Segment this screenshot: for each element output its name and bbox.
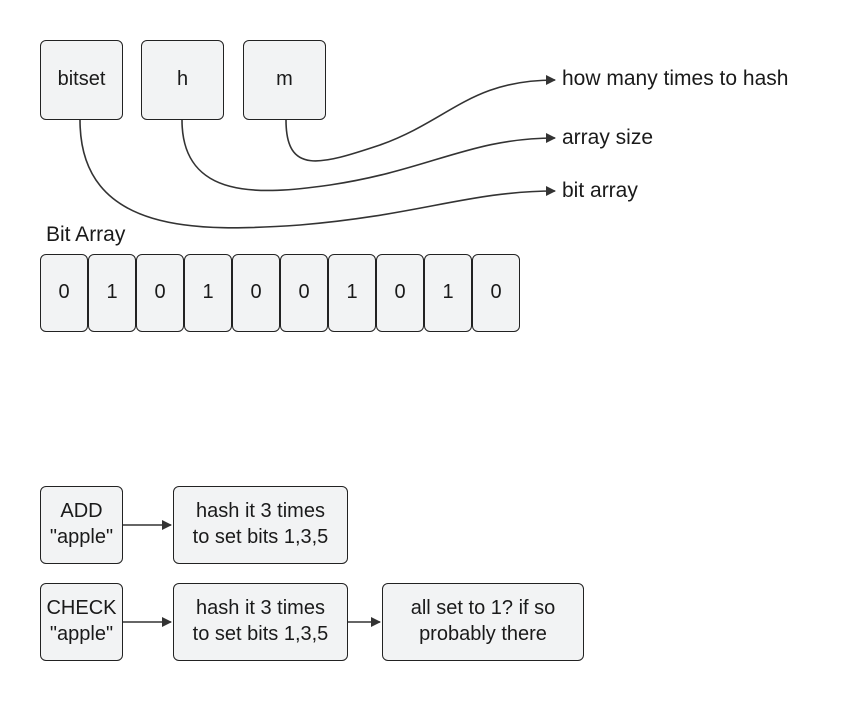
check-hash-line2: to set bits 1,3,5 <box>192 623 329 645</box>
bit-cell-9: 0 <box>472 254 520 332</box>
bit-cell-4: 0 <box>232 254 280 332</box>
bit-array-title: Bit Array <box>46 223 126 246</box>
var-bitset-box: bitset <box>40 40 123 120</box>
check-result-line1: all set to 1? if so <box>410 597 556 620</box>
var-h-box: h <box>141 40 224 120</box>
bit-cell-1: 1 <box>88 254 136 332</box>
annotation-array-size: array size <box>562 126 654 149</box>
bit-cell-0: 0 <box>40 254 88 332</box>
var-m-box: m <box>243 40 326 120</box>
check-result-line2: probably there <box>419 623 547 645</box>
bit-cell-7: 0 <box>376 254 424 332</box>
add-hash-line1: hash it 3 times <box>196 500 325 523</box>
add-command-line1: ADD <box>60 500 103 523</box>
var-m-label: m <box>276 68 293 91</box>
add-command-line2: "apple" <box>49 526 114 548</box>
connector-m-to-hash-times <box>285 75 556 162</box>
annotation-bit-array: bit array <box>562 179 638 202</box>
connector-bitset-to-bit-array <box>79 119 556 229</box>
check-command-line2: "apple" <box>49 623 114 645</box>
check-command-line1: CHECK <box>46 597 117 620</box>
add-command-box: ADD "apple" <box>40 486 123 564</box>
bit-cell-3: 1 <box>184 254 232 332</box>
bit-cell-6: 1 <box>328 254 376 332</box>
var-h-label: h <box>176 68 189 91</box>
check-result-box: all set to 1? if so probably there <box>382 583 584 661</box>
bit-cell-8: 1 <box>424 254 472 332</box>
check-command-box: CHECK "apple" <box>40 583 123 661</box>
var-bitset-label: bitset <box>57 68 106 91</box>
add-hash-step-box: hash it 3 times to set bits 1,3,5 <box>173 486 348 564</box>
check-hash-line1: hash it 3 times <box>196 597 325 620</box>
connector-h-to-array-size <box>181 119 556 192</box>
bit-cell-5: 0 <box>280 254 328 332</box>
bit-cell-2: 0 <box>136 254 184 332</box>
annotation-hash-times: how many times to hash <box>562 67 789 90</box>
check-hash-step-box: hash it 3 times to set bits 1,3,5 <box>173 583 348 661</box>
add-hash-line2: to set bits 1,3,5 <box>192 526 329 548</box>
